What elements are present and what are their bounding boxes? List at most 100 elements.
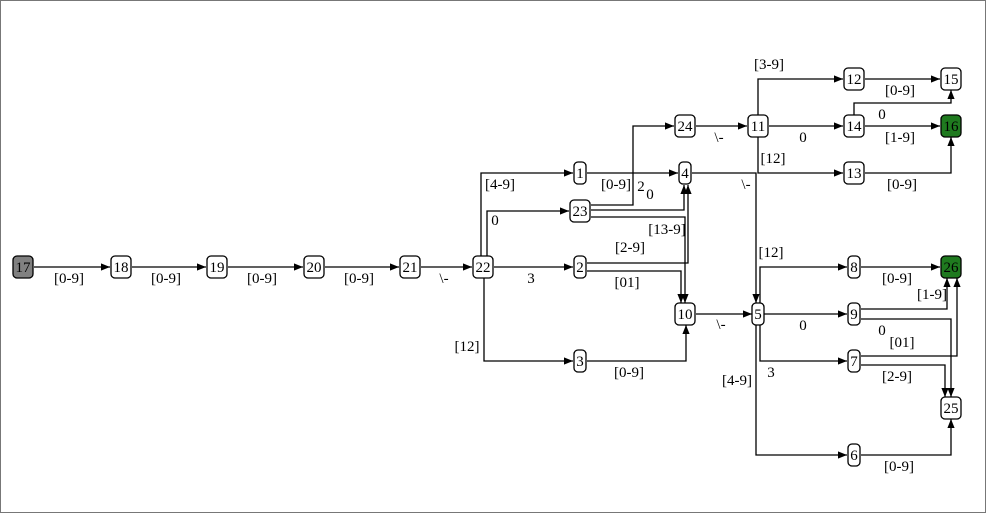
edge-label-2-to-10: [01] [615,275,640,291]
edge-label-22-to-23: 0 [491,213,499,229]
state-label: 14 [847,119,863,135]
state-label: 13 [847,166,862,182]
state-box [573,161,587,185]
state-node-6[interactable]: 6 [847,443,861,467]
state-label: 2 [576,260,584,276]
state-node-1[interactable]: 1 [573,161,587,185]
edge-label-19-to-20: [0-9] [247,271,277,287]
edge-line [759,325,847,365]
state-node-20[interactable]: 20 [303,255,325,279]
edge-label-7-to-26: [01] [890,335,915,351]
edge-label-23-to-10: [13-9] [648,222,686,238]
edge-23-to-4 [591,185,688,211]
edge-label-14-to-16: [1-9] [885,130,915,146]
state-node-9[interactable]: 9 [847,302,861,326]
state-label: 11 [751,119,765,135]
state-node-5[interactable]: 5 [751,302,765,326]
edge-9-to-25 [861,318,955,397]
edge-label-7-to-25: [2-9] [882,369,912,385]
edge-line [853,90,955,115]
state-node-8[interactable]: 8 [847,255,861,279]
state-node-26[interactable]: 26 [940,255,962,279]
edge-label-2-to-4: [2-9] [615,240,645,256]
edge-label-1-to-4: [0-9] [601,177,631,193]
state-node-7[interactable]: 7 [847,349,861,373]
state-box [573,255,587,279]
state-node-23[interactable]: 23 [569,199,591,223]
state-label: 1 [576,166,584,182]
state-node-15[interactable]: 15 [940,67,962,91]
edge-line [591,216,689,303]
edge-line [480,169,573,256]
state-box [940,255,962,279]
state-node-25[interactable]: 25 [940,396,962,420]
state-node-17[interactable]: 17 [12,255,34,279]
edge-line [591,122,674,206]
state-node-18[interactable]: 18 [110,255,132,279]
edge-label-20-to-21: [0-9] [344,271,374,287]
state-label: 26 [944,260,960,276]
edge-11-to-13 [757,137,843,177]
edge-line [861,364,949,397]
state-box [847,349,861,373]
state-node-2[interactable]: 2 [573,255,587,279]
state-node-24[interactable]: 24 [674,114,696,138]
state-node-13[interactable]: 13 [843,161,865,185]
edge-label-23-to-4: 0 [646,187,654,203]
edge-2-to-4 [587,185,692,264]
edge-label-24-to-11: \- [714,130,723,146]
edge-label-22-to-3: [12] [455,339,480,355]
edge-label-9-to-26: [1-9] [917,287,947,303]
edge-4-to-5 [692,172,760,303]
edge-line [483,278,573,365]
state-label: 7 [850,354,858,370]
edge-line [861,278,961,357]
state-node-12[interactable]: 12 [843,67,865,91]
state-box [110,255,132,279]
edge-label-10-to-5: \- [716,317,725,333]
state-node-19[interactable]: 19 [206,255,228,279]
state-node-21[interactable]: 21 [399,255,421,279]
edge-22-to-3 [483,278,573,365]
state-node-22[interactable]: 22 [472,255,494,279]
state-box [843,114,865,138]
state-label: 8 [850,260,858,276]
state-node-14[interactable]: 14 [843,114,865,138]
state-label: 12 [847,72,862,88]
state-label: 19 [210,260,225,276]
state-box [573,349,587,373]
state-label: 24 [678,119,694,135]
edge-label-14-to-15: 0 [878,107,886,123]
edge-5-to-6 [755,325,847,459]
state-label: 23 [573,204,588,220]
state-node-11[interactable]: 11 [747,114,769,138]
state-label: 25 [944,401,959,417]
edge-label-5-to-7: 3 [767,365,775,381]
state-label: 15 [944,72,959,88]
state-node-3[interactable]: 3 [573,349,587,373]
state-box [843,161,865,185]
state-box [940,396,962,420]
state-label: 16 [944,119,960,135]
state-node-10[interactable]: 10 [674,302,696,326]
edge-line [587,185,692,264]
state-box [847,302,861,326]
state-label: 20 [307,260,322,276]
edge-22-to-1 [480,169,573,256]
edge-line [755,325,847,459]
state-box [569,199,591,223]
edge-label-6-to-25: [0-9] [884,459,914,475]
state-label: 10 [678,307,693,323]
edge-2-to-10 [587,270,685,303]
edge-label-11-to-12: [3-9] [754,57,784,73]
state-label: 9 [850,307,858,323]
edge-label-13-to-16: [0-9] [887,177,917,193]
edge-7-to-26 [861,278,961,357]
state-node-16[interactable]: 16 [940,114,962,138]
state-node-4[interactable]: 4 [678,161,692,185]
state-box [847,443,861,467]
